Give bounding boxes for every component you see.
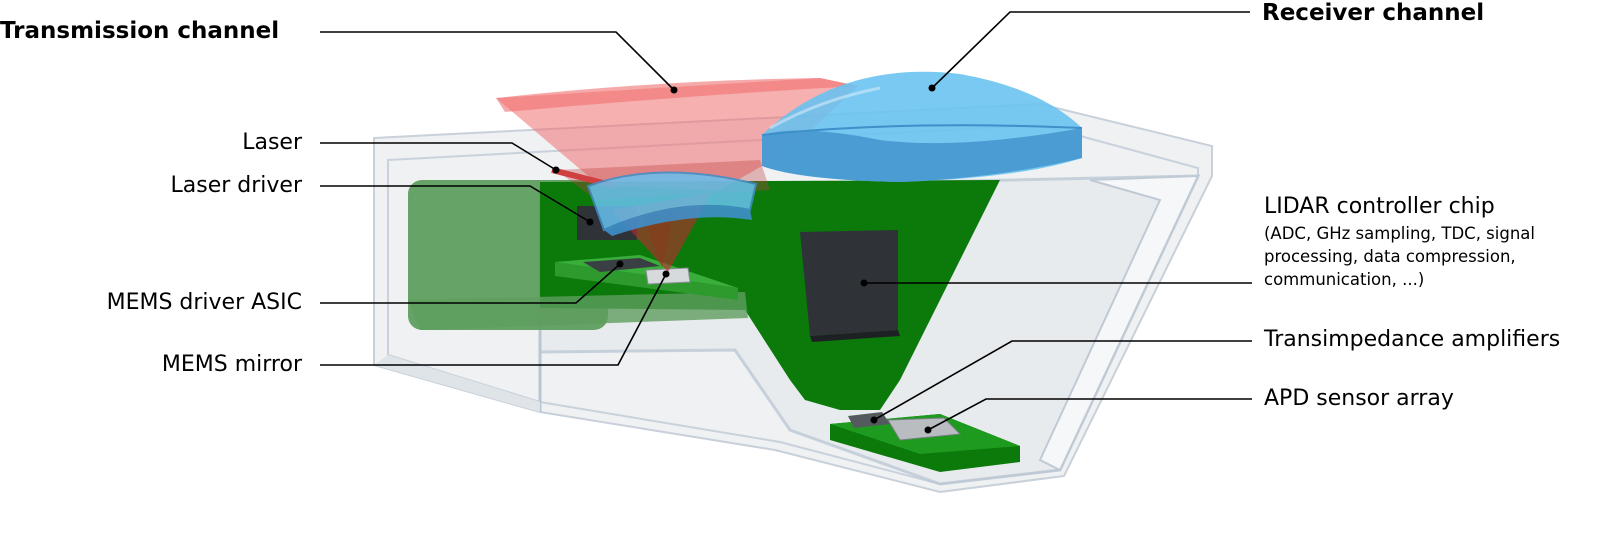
label-laser: Laser (242, 130, 302, 155)
label-lidar-controller-detail-2: processing, data compression, (1264, 247, 1516, 266)
leader-dots (552, 84, 936, 434)
transmission-lens (586, 171, 758, 236)
label-receiver-channel: Receiver channel (1262, 0, 1485, 26)
label-mems-mirror: MEMS mirror (161, 352, 302, 377)
label-laser-driver: Laser driver (170, 173, 303, 198)
lidar-controller-chip (800, 230, 900, 342)
label-lidar-controller-chip: LIDAR controller chip (1264, 194, 1495, 219)
receiver-lens (761, 71, 1083, 182)
label-lidar-controller-detail-3: communication, ...) (1264, 270, 1425, 289)
label-mems-driver-asic: MEMS driver ASIC (106, 290, 302, 315)
label-lidar-controller-detail-1: (ADC, GHz sampling, TDC, signal (1264, 224, 1535, 243)
label-transimpedance-amplifiers: Transimpedance amplifiers (1264, 327, 1561, 352)
apd-sensor-chip (887, 417, 962, 441)
leader-lines (320, 11, 1252, 431)
label-transmission-channel: Transmission channel (0, 18, 280, 44)
label-apd-sensor-array: APD sensor array (1264, 386, 1454, 411)
